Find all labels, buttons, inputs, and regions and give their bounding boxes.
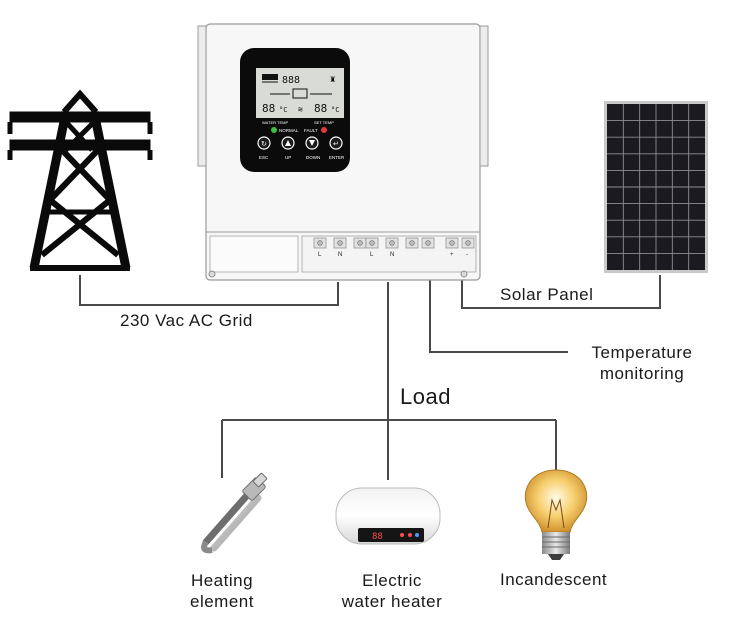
solar-panel-label: Solar Panel bbox=[500, 285, 594, 304]
terminal-label-1: L bbox=[318, 252, 322, 258]
enter-button[interactable]: ↵ ENTER bbox=[329, 136, 345, 160]
heating-label-line1: Heating bbox=[190, 571, 254, 590]
terminal-blocks bbox=[313, 237, 475, 249]
terminal-label-3: L bbox=[370, 252, 374, 258]
enter-icon: ↵ bbox=[333, 141, 339, 148]
solar-controller-device: 888 ♜ 88 °C ≋ 88 °C WATER TEMP SET TEMP … bbox=[197, 23, 489, 281]
up-arrow-icon bbox=[285, 140, 291, 146]
temperature-monitoring-label: Temperature monitoring bbox=[572, 342, 712, 384]
caption-set-temp: SET TEMP bbox=[314, 120, 334, 125]
heater-display-digits: 88 bbox=[372, 532, 383, 542]
lcd-unit-right: °C bbox=[331, 106, 339, 114]
incandescent-bulb-icon bbox=[524, 469, 588, 560]
wiring-lines bbox=[79, 275, 661, 480]
screw-left bbox=[208, 270, 216, 278]
water-heater-icon: 88 bbox=[335, 487, 441, 545]
up-label: UP bbox=[285, 155, 291, 160]
lcd-unit-left: °C bbox=[279, 106, 287, 114]
terminal-label-5: + bbox=[450, 252, 454, 258]
esc-label: ESC bbox=[259, 155, 269, 160]
solar-wire bbox=[461, 275, 661, 309]
tower-mini-icon: ♜ bbox=[330, 75, 335, 85]
down-button[interactable]: DOWN bbox=[305, 136, 320, 160]
grid-wire bbox=[79, 275, 339, 306]
terminal-area: L N L N + - bbox=[208, 235, 477, 278]
temperature-wire bbox=[429, 280, 568, 353]
water-heater-label: Electric water heater bbox=[322, 570, 462, 612]
lcd-set-temp: 88 bbox=[314, 102, 327, 115]
terminal-label-6: - bbox=[466, 252, 468, 258]
solar-panel-icon bbox=[604, 101, 708, 273]
control-panel: 888 ♜ 88 °C ≋ 88 °C WATER TEMP SET TEMP … bbox=[240, 48, 350, 172]
power-tower-icon bbox=[7, 89, 153, 271]
lcd-screen: 888 ♜ 88 °C ≋ 88 °C bbox=[256, 68, 344, 118]
terminal-label-4: N bbox=[390, 252, 394, 258]
solar-cell-grid bbox=[607, 104, 705, 270]
esc-button[interactable]: ↻ ESC bbox=[257, 136, 271, 160]
fault-label: FAULT bbox=[304, 128, 318, 133]
normal-label: NORMAL bbox=[279, 128, 299, 133]
down-arrow-icon bbox=[309, 140, 315, 146]
enter-label: ENTER bbox=[329, 155, 345, 160]
fault-led bbox=[321, 127, 327, 133]
screw-right bbox=[460, 270, 468, 278]
heating-label-line2: element bbox=[190, 592, 254, 611]
water-heater-label-line2: water heater bbox=[341, 592, 443, 611]
temperature-label-line2: monitoring bbox=[599, 364, 685, 383]
down-label: DOWN bbox=[306, 155, 320, 160]
up-button[interactable]: UP bbox=[281, 136, 295, 160]
lcd-top-digits: 888 bbox=[282, 75, 300, 86]
caption-water-temp: WATER TEMP bbox=[262, 120, 288, 125]
wifi-icon: ≋ bbox=[298, 105, 303, 114]
grid-label: 230 Vac AC Grid bbox=[120, 311, 253, 330]
heating-element-icon bbox=[201, 472, 268, 554]
load-label: Load bbox=[400, 384, 451, 409]
lcd-water-temp: 88 bbox=[262, 102, 275, 115]
incandescent-label: Incandescent bbox=[500, 570, 608, 589]
normal-led bbox=[271, 127, 277, 133]
terminal-label-2: N bbox=[338, 252, 342, 258]
water-heater-label-line1: Electric bbox=[362, 571, 422, 590]
refresh-icon: ↻ bbox=[261, 141, 267, 148]
temperature-label-line1: Temperature bbox=[591, 343, 693, 362]
heating-element-label: Heating element bbox=[170, 570, 274, 612]
